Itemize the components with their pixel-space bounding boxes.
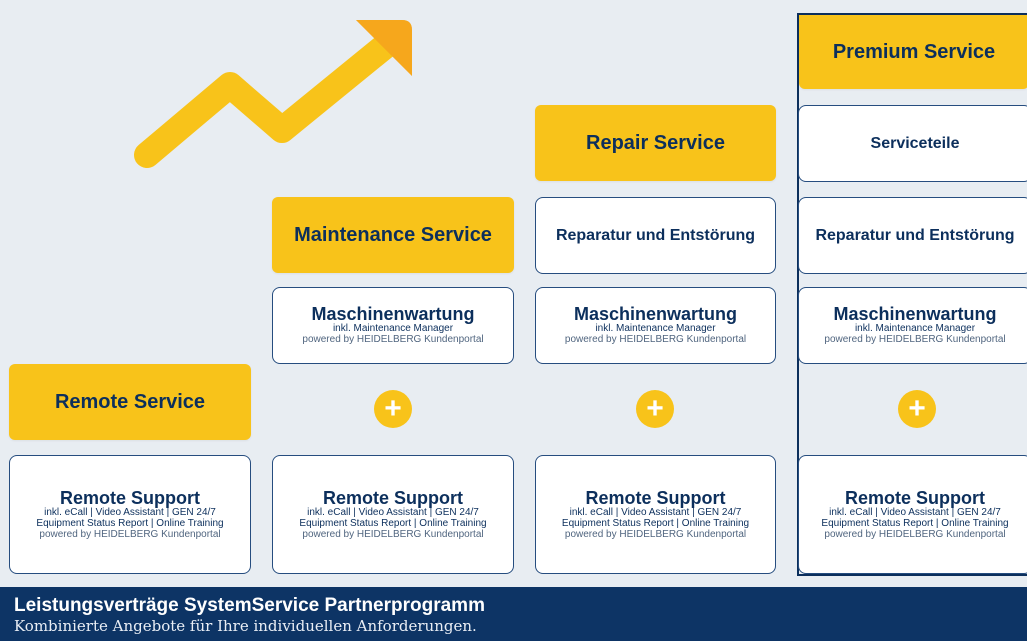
remote-support-title: Remote Support	[59, 487, 200, 508]
remote-support-card: Remote Support inkl. eCall | Video Assis…	[272, 455, 514, 574]
remote-support-card: Remote Support inkl. eCall | Video Assis…	[798, 455, 1027, 574]
remote-support-powered: powered by HEIDELBERG Kundenportal	[302, 528, 484, 540]
remote-support-title: Remote Support	[844, 487, 985, 508]
remote-support-features: inkl. eCall | Video Assistant | GEN 24/7	[569, 507, 742, 519]
repair-service-header: Repair Service	[535, 105, 776, 181]
growth-arrow-icon	[134, 20, 412, 168]
maschinenwartung-title: Maschinenwartung	[311, 303, 475, 324]
reparatur-card: Reparatur und Entstörung	[535, 197, 776, 274]
remote-service-title: Remote Service	[54, 390, 206, 413]
maschinenwartung-detail: inkl. Maintenance Manager	[332, 323, 454, 335]
premium-service-title: Premium Service	[832, 40, 996, 63]
remote-support-title: Remote Support	[322, 487, 463, 508]
remote-support-powered: powered by HEIDELBERG Kundenportal	[564, 528, 747, 540]
premium-service-header: Premium Service	[799, 15, 1027, 89]
maintenance-service-title: Maintenance Service	[294, 223, 492, 246]
maschinenwartung-detail: inkl. Maintenance Manager	[595, 323, 716, 335]
maschinenwartung-detail: inkl. Maintenance Manager	[854, 323, 976, 335]
reparatur-title: Reparatur und Entstörung	[555, 226, 756, 244]
footer-title: Leistungsverträge SystemService Partnerp…	[14, 595, 485, 616]
remote-support-powered: powered by HEIDELBERG Kundenportal	[39, 528, 221, 540]
footer-banner: Leistungsverträge SystemService Partnerp…	[0, 587, 1027, 641]
remote-support-title: Remote Support	[585, 487, 726, 508]
maschinenwartung-card: Maschinenwartung inkl. Maintenance Manag…	[272, 287, 514, 364]
maschinenwartung-powered: powered by HEIDELBERG Kundenportal	[302, 334, 484, 346]
maschinenwartung-card: Maschinenwartung inkl. Maintenance Manag…	[798, 287, 1027, 364]
remote-support-features: inkl. eCall | Video Assistant | GEN 24/7	[829, 507, 1001, 519]
maschinenwartung-title: Maschinenwartung	[573, 303, 738, 324]
remote-support-reports: Equipment Status Report | Online Trainin…	[821, 517, 1009, 529]
serviceteile-card: Serviceteile	[798, 105, 1027, 182]
footer-subtitle: Kombinierte Angebote für Ihre individuel…	[14, 617, 477, 635]
maschinenwartung-powered: powered by HEIDELBERG Kundenportal	[824, 334, 1006, 346]
remote-support-features: inkl. eCall | Video Assistant | GEN 24/7	[44, 507, 216, 519]
remote-service-header: Remote Service	[9, 364, 251, 440]
remote-support-reports: Equipment Status Report | Online Trainin…	[299, 517, 487, 529]
plus-icon: +	[898, 390, 936, 428]
maschinenwartung-card: Maschinenwartung inkl. Maintenance Manag…	[535, 287, 776, 364]
maintenance-service-header: Maintenance Service	[272, 197, 514, 273]
serviceteile-title: Serviceteile	[870, 134, 960, 152]
remote-support-reports: Equipment Status Report | Online Trainin…	[561, 517, 750, 529]
repair-service-title: Repair Service	[586, 131, 725, 154]
remote-support-reports: Equipment Status Report | Online Trainin…	[36, 517, 224, 529]
plus-icon: +	[374, 390, 412, 428]
plus-icon: +	[636, 390, 674, 428]
maschinenwartung-title: Maschinenwartung	[833, 303, 997, 324]
remote-support-features: inkl. eCall | Video Assistant | GEN 24/7	[307, 507, 479, 519]
reparatur-title: Reparatur und Entstörung	[815, 226, 1015, 244]
remote-support-powered: powered by HEIDELBERG Kundenportal	[824, 528, 1006, 540]
remote-support-card: Remote Support inkl. eCall | Video Assis…	[9, 455, 251, 574]
maschinenwartung-powered: powered by HEIDELBERG Kundenportal	[564, 334, 747, 346]
remote-support-card: Remote Support inkl. eCall | Video Assis…	[535, 455, 776, 574]
reparatur-card: Reparatur und Entstörung	[798, 197, 1027, 274]
